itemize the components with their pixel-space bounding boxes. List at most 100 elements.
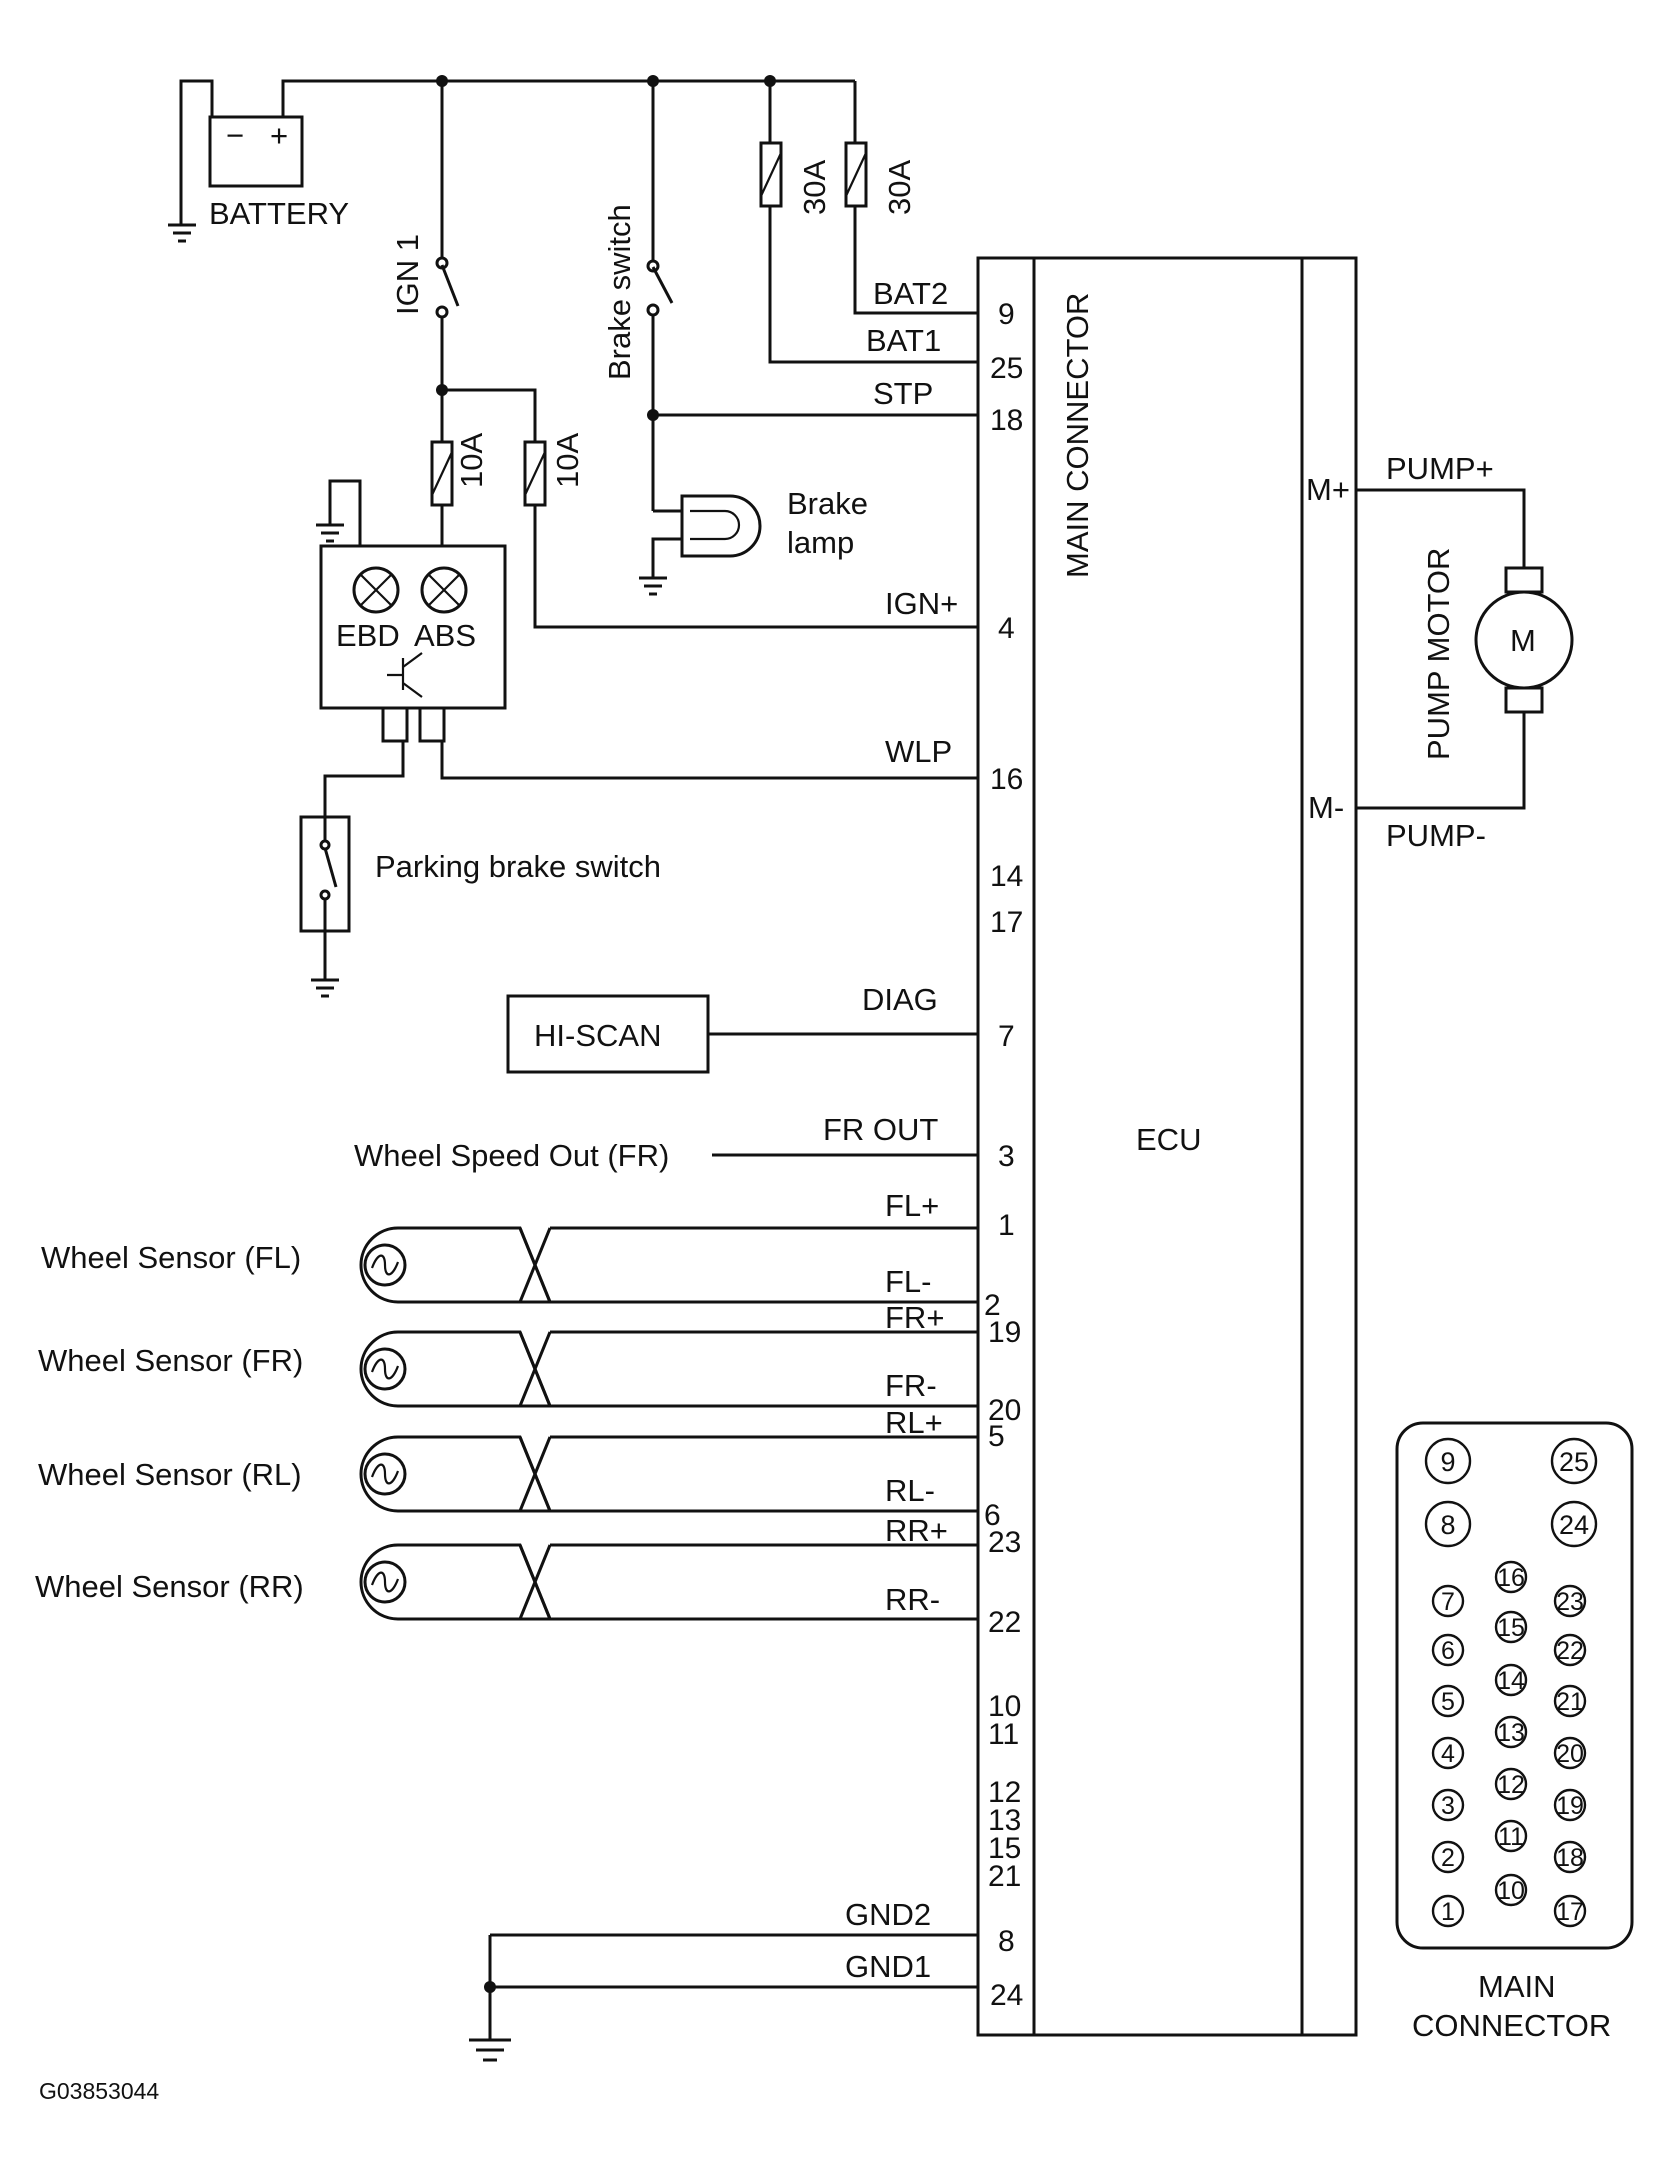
connector-face-pin-circle: [1431, 1736, 1465, 1770]
connector-face-pin-circle: [1494, 1663, 1528, 1697]
pin-20: 20: [988, 1394, 1021, 1427]
connector-face-pin-circle: [1550, 1437, 1598, 1485]
connector-face-pin-circle: [1424, 1437, 1472, 1485]
connector-face-pin-label: 6: [1441, 1637, 1455, 1665]
wheel-sensor-fr: Wheel Sensor (FR): [38, 1330, 990, 1408]
signal-fr-out: FR OUT: [823, 1112, 938, 1147]
bat-fuses: 30A 30A: [759, 81, 990, 364]
battery-icon: [208, 115, 304, 188]
wheel-sensor-rr-label: Wheel Sensor (RR): [35, 1569, 304, 1604]
wheel-sensor-fr-label: Wheel Sensor (FR): [38, 1343, 303, 1378]
pin-16: 16: [990, 763, 1023, 796]
pin-22: 22: [988, 1606, 1021, 1639]
connector-face-pin-label: 1: [1441, 1898, 1455, 1926]
signal-rr-plus: RR+: [885, 1513, 948, 1548]
connector-face-pin-label: 17: [1556, 1898, 1584, 1926]
wheel-sensor-fl: Wheel Sensor (FL): [41, 1226, 990, 1304]
wheel-speed-out-label: Wheel Speed Out (FR): [354, 1138, 669, 1173]
wheel-speed-out: Wheel Speed Out (FR): [354, 1138, 990, 1173]
connector-face-pin-label: 23: [1556, 1588, 1584, 1616]
pin-21: 21: [988, 1860, 1021, 1893]
fuse-bat2-rating: 30A: [882, 160, 917, 215]
ign1-label: IGN 1: [390, 234, 425, 315]
signal-gnd1: GND1: [845, 1949, 931, 1984]
connector-face-pin-label: 2: [1441, 1844, 1455, 1872]
pin-7: 7: [998, 1020, 1015, 1053]
ebd-label: EBD: [336, 618, 400, 653]
connector-face-pin-label: 3: [1441, 1792, 1455, 1820]
connector-face-pin-label: 14: [1497, 1667, 1525, 1695]
signal-labels: BAT2 BAT1 STP IGN+ WLP DIAG FR OUT FL+ F…: [823, 276, 958, 1984]
ecu: MAIN CONNECTOR ECU M+ M-: [976, 256, 1358, 2037]
connector-face-pin-circle: [1494, 1767, 1528, 1801]
hi-scan-box: [506, 994, 710, 1074]
connector-face-pin-label: 15: [1497, 1614, 1525, 1642]
connector-face-pin-circle: [1494, 1715, 1528, 1749]
pump-motor-m: M: [1510, 623, 1536, 658]
wheel-sensor-rl-label: Wheel Sensor (RL): [38, 1457, 302, 1492]
signal-bat2: BAT2: [873, 276, 948, 311]
connector-face-pin-circle: [1494, 1560, 1528, 1594]
connector-face-pin-label: 22: [1556, 1637, 1584, 1665]
pump-motor-label: PUMP MOTOR: [1421, 548, 1456, 760]
fuse-bat1-rating: 30A: [797, 160, 832, 215]
connector-face-pin-circle: [1494, 1873, 1528, 1907]
pin-4: 4: [998, 612, 1015, 645]
pin-23: 23: [988, 1526, 1021, 1559]
pin-3: 3: [998, 1140, 1015, 1173]
parking-brake-circuit: Parking brake switch: [299, 815, 661, 998]
pin-2: 2: [984, 1289, 1001, 1322]
signal-rr-minus: RR-: [885, 1582, 940, 1617]
wheel-sensor-rl: Wheel Sensor (RL): [38, 1435, 990, 1513]
fuse-ign-b-rating: 10A: [550, 433, 585, 488]
pin-8: 8: [998, 1925, 1015, 1958]
battery-minus: −: [226, 118, 244, 153]
connector-face-pin-circle: [1431, 1684, 1465, 1718]
pin-5: 5: [988, 1420, 1005, 1453]
signal-bat1: BAT1: [866, 323, 941, 358]
ecu-label: ECU: [1136, 1122, 1201, 1157]
pin-19: 19: [988, 1316, 1021, 1349]
signal-stp: STP: [873, 376, 933, 411]
pin-numbers: 9 25 18 4 16 14 17 7 3 1 2 19 20 5 6 23 …: [984, 298, 1023, 2012]
connector-face-pin-label: 16: [1497, 1564, 1525, 1592]
battery-label: BATTERY: [209, 196, 349, 231]
connector-face-title-2: CONNECTOR: [1412, 2008, 1611, 2043]
pin-17: 17: [990, 906, 1023, 939]
pin-11: 11: [988, 1718, 1019, 1751]
connector-face-pin-label: 4: [1441, 1740, 1455, 1768]
pin-12: 12: [988, 1776, 1021, 1809]
parking-brake-label: Parking brake switch: [375, 849, 661, 884]
brake-switch-label: Brake switch: [602, 204, 637, 380]
connector-face-pin-label: 7: [1441, 1588, 1455, 1616]
connector-face-pin-label: 25: [1559, 1447, 1589, 1477]
main-connector-label: MAIN CONNECTOR: [1060, 293, 1095, 578]
connector-face-pin-circle: [1553, 1633, 1587, 1667]
ground-circuit: [469, 1933, 990, 2062]
pin-1: 1: [998, 1209, 1015, 1242]
signal-rl-minus: RL-: [885, 1473, 935, 1508]
warning-lamp-cluster: [319, 544, 507, 710]
connector-face-pin-circle: [1494, 1610, 1528, 1644]
brake-lamp-icon: [680, 494, 762, 558]
ignition-circuit: IGN 1 10A 10A EBD ABS: [316, 81, 990, 817]
connector-face-pin-circle: [1431, 1584, 1465, 1618]
ecu-body: [976, 256, 1358, 2037]
connector-face-pin-circle: [1431, 1788, 1465, 1822]
connector-face-pin-circle: [1553, 1788, 1587, 1822]
brake-switch-circuit: Brake switch Brake lamp: [602, 81, 990, 596]
pin-9: 9: [998, 298, 1015, 331]
hi-scan-circuit: HI-SCAN: [506, 994, 990, 1074]
pump-plus-label: PUMP+: [1386, 451, 1494, 486]
connector-face-pin-label: 19: [1556, 1792, 1584, 1820]
connector-face-title-1: MAIN: [1478, 1969, 1556, 2004]
pin-6: 6: [984, 1499, 1001, 1532]
wheel-sensor-fl-label: Wheel Sensor (FL): [41, 1240, 301, 1275]
connector-face-pin-circle: [1431, 1894, 1465, 1928]
connector-face-pin-circle: [1431, 1633, 1465, 1667]
connector-face-pin-label: 11: [1498, 1823, 1524, 1851]
pin-14: 14: [990, 860, 1023, 893]
connector-face-pin-circle: [1553, 1840, 1587, 1874]
